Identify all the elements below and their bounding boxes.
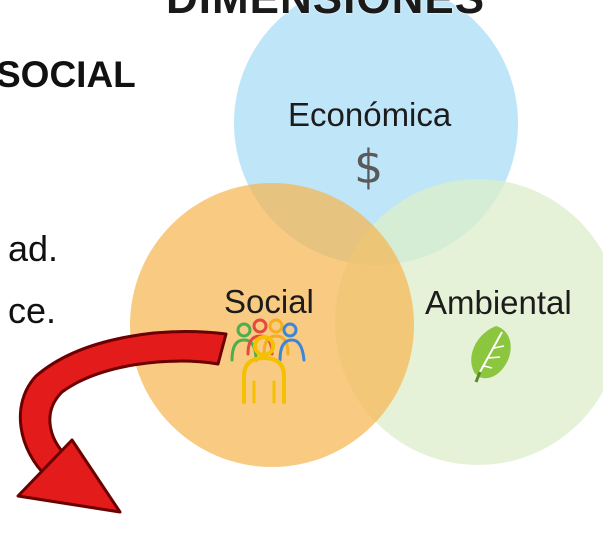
social-circle <box>130 183 414 467</box>
section-heading: SOCIAL <box>0 54 136 95</box>
economica-label: Económica <box>288 96 452 133</box>
ambiental-label: Ambiental <box>425 284 572 321</box>
body-text-line-1: ad. <box>8 228 59 269</box>
header-title: DIMENSIONES <box>166 0 485 24</box>
dollar-icon: $ <box>354 140 384 194</box>
social-label: Social <box>224 283 314 320</box>
body-text-line-2: ce. <box>8 290 57 331</box>
ambiental-circle <box>335 179 603 465</box>
